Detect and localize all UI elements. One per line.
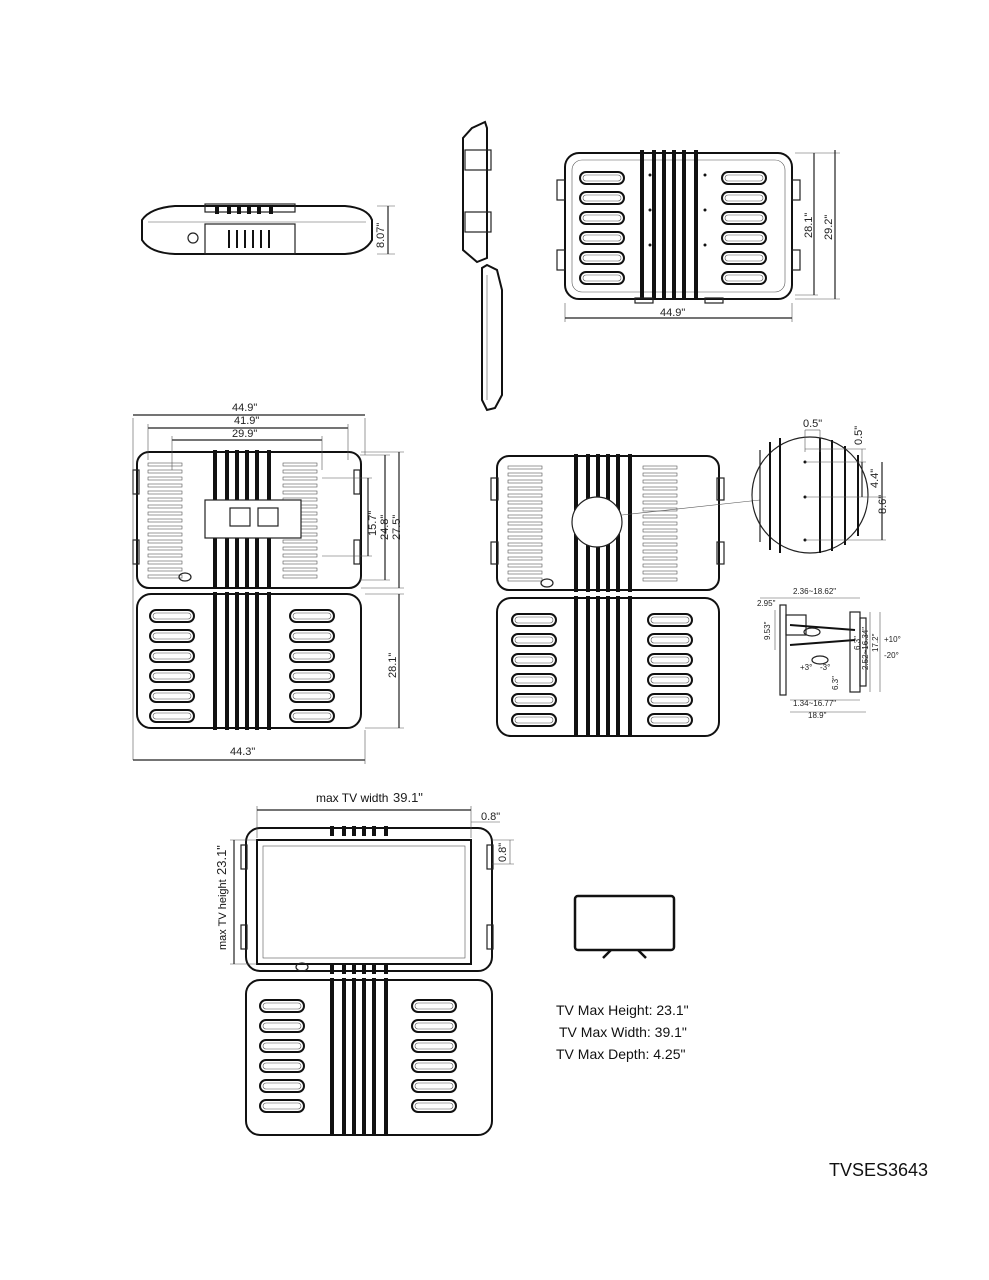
model-code: TVSES3643 [829, 1160, 928, 1180]
arm-l13: 6.3" [831, 676, 840, 690]
arm-l11: 1.34~16.77" [793, 699, 836, 708]
mid-right-view [490, 454, 761, 737]
tv-outline [256, 839, 472, 965]
detail-b-label: 0.5" [853, 426, 865, 445]
w3-label: 29.9" [232, 428, 257, 440]
bottom-label: 44.3" [230, 746, 255, 758]
arm-l7: +10° [884, 635, 901, 644]
arm-l1: 2.36~18.62" [793, 587, 836, 596]
detail-circle: 0.5" 0.5" 4.4" 8.6" [751, 418, 889, 554]
margin-side-label: 0.8" [497, 843, 509, 862]
fan-icon [187, 232, 199, 244]
arm-l12: 18.9" [808, 711, 827, 720]
max-width-prefix: max TV width [316, 791, 388, 805]
h1-label: 28.1" [803, 213, 815, 238]
spec-width: TV Max Width: 39.1" [559, 1024, 687, 1040]
max-height-prefix: max TV height [217, 879, 229, 950]
spec-depth: TV Max Depth: 4.25" [556, 1046, 686, 1062]
h2-label: 29.2" [823, 215, 835, 240]
v4-label: 28.1" [387, 653, 399, 678]
arm-l3: 9.53" [763, 621, 772, 640]
w1-label: 44.9" [232, 402, 257, 414]
bottom-tv-view: max TV width 39.1" 0.8" 0.8" max TV heig… [214, 790, 514, 1136]
arm-l6: 17.2" [871, 633, 880, 652]
detail-a-label: 0.5" [803, 418, 822, 430]
max-width-value: 39.1" [393, 790, 423, 805]
arm-l2: 2.95" [757, 599, 776, 608]
max-height-value: 23.1" [214, 845, 229, 875]
arm-side-view: 2.36~18.62" 2.95" 9.53" 6.3" 2.52~16.34"… [757, 587, 901, 720]
v1-label: 15.7" [367, 511, 379, 536]
detail-d-label: 8.6" [877, 495, 889, 514]
w2-label: 41.9" [234, 415, 259, 427]
detail-c-label: 4.4" [869, 469, 881, 488]
width-label: 44.9" [660, 307, 685, 319]
top-right-view: 44.9" 28.1" 29.2" [556, 150, 840, 322]
top-profile-view: 8.07" [141, 203, 395, 255]
arm-l9: +3° [800, 663, 812, 672]
margin-top-label: 0.8" [481, 811, 500, 823]
tv-icon [573, 894, 676, 959]
spec-height: TV Max Height: 23.1" [556, 1002, 689, 1018]
vertical-profile-view [462, 120, 503, 412]
mid-left-view: 44.9" 41.9" 29.9" 15.7" 24.8" 27.5" 28.1… [132, 402, 404, 764]
height-label: 8.07" [375, 223, 387, 248]
arm-l5: 2.52~16.34" [861, 627, 870, 670]
arm-l4: 6.3" [853, 636, 862, 650]
v3-label: 27.5" [391, 515, 403, 540]
arm-l10: -3° [820, 663, 830, 672]
arm-l8: -20° [884, 651, 899, 660]
v2-label: 24.8" [379, 515, 391, 540]
